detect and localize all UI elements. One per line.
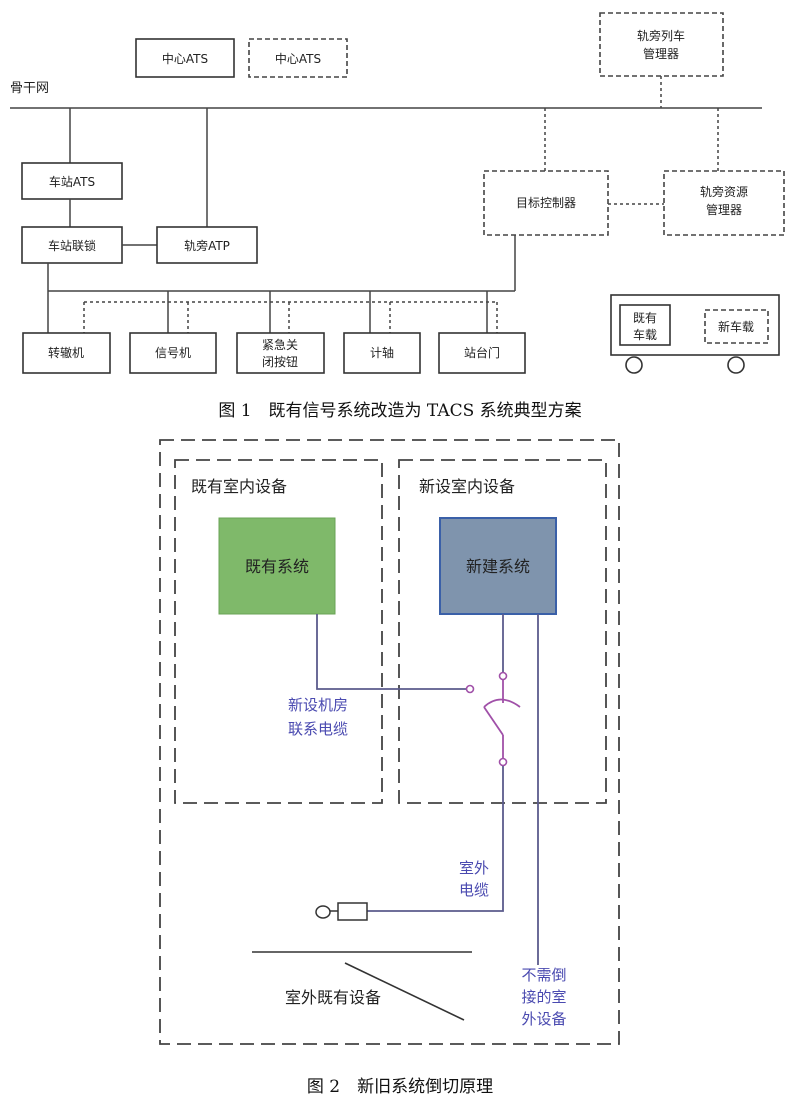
station-interlock-box [21, 226, 123, 264]
outdoor-signal-icon [315, 902, 368, 921]
axle-counter-label: 计轴 [370, 345, 394, 360]
outer-boundary [159, 439, 620, 1045]
trackside-train-manager-label-1: 轨旁列车 [637, 28, 685, 43]
center-ats-new-label: 中心ATS [275, 51, 321, 66]
axle-counter-box [343, 332, 421, 374]
object-controller-label: 目标控制器 [516, 196, 576, 210]
trackside-resource-manager-box [663, 170, 785, 236]
room-cable-label-2: 联系电缆 [288, 720, 348, 738]
existing-system-label: 既有系统 [245, 557, 309, 576]
center-ats-new-box [248, 38, 348, 78]
trackside-resource-manager-label-1: 轨旁资源 [700, 184, 748, 199]
center-ats-box [135, 38, 235, 78]
station-ats-label: 车站ATS [49, 174, 95, 189]
existing-system-box [218, 517, 336, 615]
turnout-line [344, 962, 465, 1021]
trackside-atp-box [156, 226, 258, 264]
backbone-label: 骨干网 [10, 81, 49, 96]
signal-label: 信号机 [155, 346, 191, 360]
station-interlock-label: 车站联锁 [48, 238, 96, 253]
trackside-resource-manager-label-2: 管理器 [706, 202, 742, 217]
no-switch-label-1: 不需倒 [521, 966, 566, 984]
onboard-existing-box [619, 304, 671, 346]
figure-1: 骨干网 中心ATS 中心ATS 轨旁列车 管理器 车站ATS 车站联锁 轨旁AT… [10, 12, 785, 421]
existing-indoor-area [174, 459, 383, 804]
object-controller-box [483, 170, 609, 236]
onboard-new-label: 新车载 [718, 319, 754, 334]
emergency-stop-box [236, 332, 325, 374]
onboard-existing-label-2: 车载 [633, 327, 657, 342]
emergency-stop-label-2: 闭按钮 [262, 354, 298, 369]
train-wheel-left [625, 356, 643, 374]
existing-indoor-label: 既有室内设备 [191, 477, 287, 496]
switch-machine-label: 转辙机 [48, 345, 84, 360]
trackside-train-manager-box [599, 12, 724, 77]
switch-machine-box [22, 332, 111, 374]
center-ats-label: 中心ATS [162, 51, 208, 66]
trackside-atp-label: 轨旁ATP [184, 238, 230, 253]
no-switch-label-3: 外设备 [521, 1010, 566, 1028]
figure-2-caption: 图 2 新旧系统倒切原理 [307, 1077, 493, 1097]
trackside-train-manager-label-2: 管理器 [643, 46, 679, 61]
new-indoor-label: 新设室内设备 [419, 477, 515, 496]
changeover-switch [465, 671, 521, 767]
platform-door-box [438, 332, 526, 374]
station-ats-box [21, 162, 123, 200]
outdoor-cable-label-2: 电缆 [459, 881, 489, 899]
outdoor-existing-label: 室外既有设备 [285, 988, 381, 1007]
outdoor-cable-label-1: 室外 [459, 859, 489, 877]
onboard-new-box [704, 309, 769, 344]
new-system-box [439, 517, 557, 615]
onboard-existing-label-1: 既有 [633, 311, 657, 325]
room-cable-label-1: 新设机房 [288, 696, 348, 714]
room-cable-line [316, 614, 466, 690]
figure-1-caption: 图 1 既有信号系统改造为 TACS 系统典型方案 [218, 401, 581, 421]
emergency-stop-label-1: 紧急关 [262, 337, 298, 352]
platform-door-label: 站台门 [464, 345, 500, 360]
figure-2: 既有室内设备 新设室内设备 既有系统 新建系统 新设机房 联系电缆 室外 电缆 [159, 439, 620, 1097]
outdoor-cable-line [367, 766, 504, 912]
signal-box [129, 332, 217, 374]
no-switch-label-2: 接的室 [521, 988, 566, 1006]
new-system-label: 新建系统 [466, 557, 530, 576]
train-wheel-right [727, 356, 745, 374]
